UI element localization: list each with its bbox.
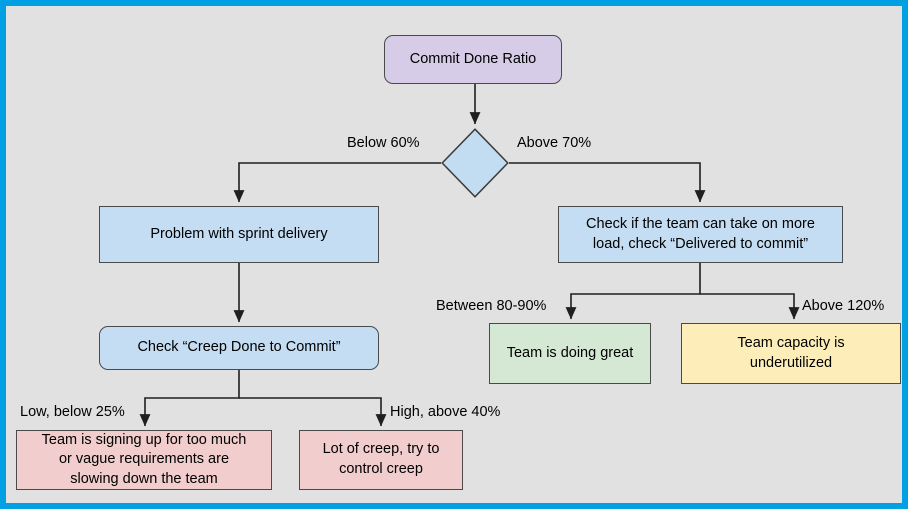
node-check-team-load[interactable]: Check if the team can take on more load,… bbox=[558, 206, 843, 263]
node-lot-of-creep[interactable]: Lot of creep, try to control creep bbox=[299, 430, 463, 490]
node-commit-done-ratio[interactable]: Commit Done Ratio bbox=[384, 35, 562, 84]
node-team-capacity-underutilized[interactable]: Team capacity is underutilized bbox=[681, 323, 901, 384]
edge-label-above-70: Above 70% bbox=[517, 135, 592, 151]
diamond-shape bbox=[441, 128, 509, 198]
edge-label-low-below-25: Low, below 25% bbox=[20, 404, 125, 420]
edge-label-above-120: Above 120% bbox=[802, 298, 885, 314]
edge-label-high-above-40: High, above 40% bbox=[390, 404, 501, 420]
connector-check-load-fork-right bbox=[700, 293, 800, 320]
connector-decision-to-problem bbox=[233, 162, 441, 203]
node-decision-diamond[interactable] bbox=[441, 128, 509, 198]
connector-check-load-fork-left bbox=[565, 263, 701, 320]
node-check-creep-done-to-commit[interactable]: Check “Creep Done to Commit” bbox=[99, 326, 379, 370]
connector-check-creep-fork-right bbox=[239, 397, 387, 427]
connector-decision-to-check-load bbox=[509, 162, 706, 203]
edge-label-below-60: Below 60% bbox=[347, 135, 420, 151]
connector-layer bbox=[139, 84, 800, 427]
connector-check-creep-fork bbox=[139, 370, 240, 427]
edge-label-between-80-90: Between 80-90% bbox=[436, 298, 547, 314]
node-problem-with-sprint-delivery[interactable]: Problem with sprint delivery bbox=[99, 206, 379, 263]
node-team-signing-up-too-much[interactable]: Team is signing up for too much or vague… bbox=[16, 430, 272, 490]
node-team-is-doing-great[interactable]: Team is doing great bbox=[489, 323, 651, 384]
